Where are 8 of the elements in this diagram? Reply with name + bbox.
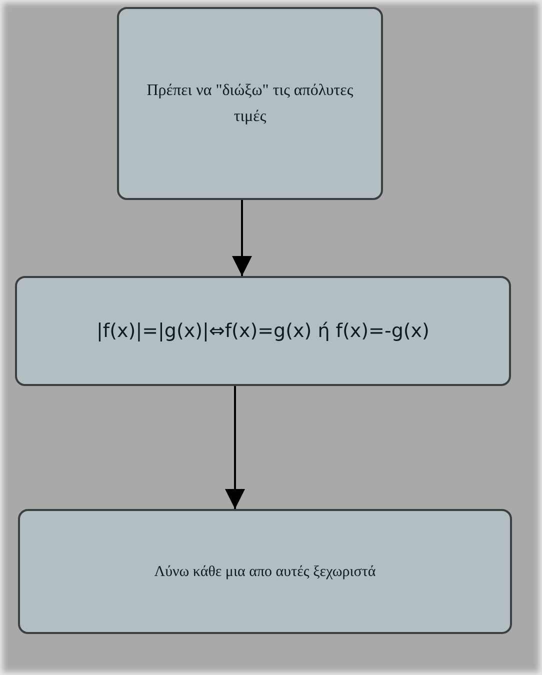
process-box <box>15 276 511 386</box>
process-box <box>117 7 383 200</box>
arrow <box>225 386 245 509</box>
process-box <box>18 509 512 634</box>
box-text: Λύνω κάθε μια απο αυτές ξεχωριστά <box>154 562 376 582</box>
box-text: Πρέπει να "διώξω" τις απόλυτες τιμές <box>146 80 354 126</box>
arrow <box>232 200 252 276</box>
box-text: |f(x)|=|g(x)|⇔f(x)=g(x) ή f(x)=-g(x) <box>96 318 430 344</box>
